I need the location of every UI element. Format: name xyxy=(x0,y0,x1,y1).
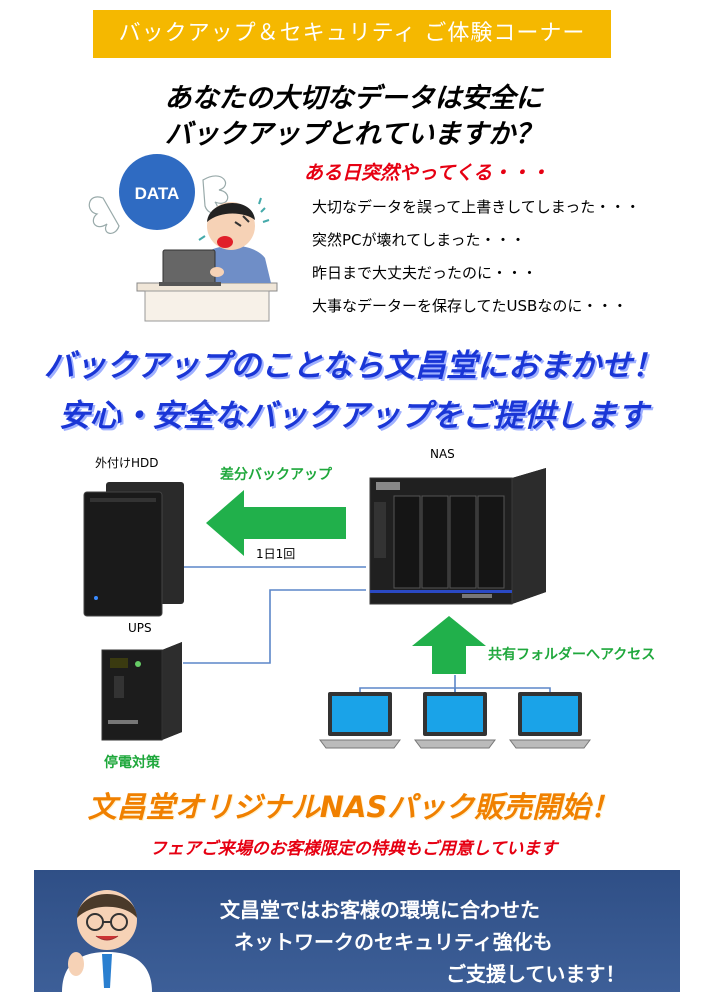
headline-line-2: バックアップとれていますか？ xyxy=(164,119,543,150)
scenario-item: 昨日まで大丈夫だったのに・・・ xyxy=(312,264,538,282)
nas-label: NAS xyxy=(430,447,455,461)
shared-folder-label: 共有フォルダーへアクセス xyxy=(488,647,656,663)
nas-device-image xyxy=(369,468,546,605)
promo-subtitle: フェアご来場のお客様限定の特典もご用意しています xyxy=(149,839,558,859)
event-banner: バックアップ＆セキュリティ ご体験コーナー xyxy=(93,10,611,58)
scenario-intro: ある日突然やってくる・・・ xyxy=(304,162,550,184)
laptop-icon xyxy=(509,692,591,749)
consultant-illustration xyxy=(62,890,152,992)
power-outage-label: 停電対策 xyxy=(104,755,160,771)
headline-line-1: あなたの大切なデータは安全に xyxy=(164,83,543,114)
banner-text: バックアップ＆セキュリティ ご体験コーナー xyxy=(118,21,586,46)
worried-person-illustration: DATA xyxy=(88,154,278,322)
ups-label: UPS xyxy=(128,621,152,635)
backup-arrow-left-icon xyxy=(206,490,346,556)
ups-device-image xyxy=(101,642,182,741)
footer-line-3: ご支援しています！ xyxy=(446,962,626,986)
access-arrow-up-icon xyxy=(412,616,486,674)
scenario-item: 突然PCが壊れてしまった・・・ xyxy=(312,231,526,249)
external-hdd-image xyxy=(83,482,184,617)
tagline-line-1: バックアップのことなら文昌堂におまかせ！ xyxy=(43,348,664,384)
diff-backup-label: 差分バックアップ xyxy=(220,467,332,483)
tagline-line-2: 安心・安全なバックアップをご提供します xyxy=(59,398,648,434)
footer-line-2: ネットワークのセキュリティ強化も xyxy=(234,930,553,954)
data-bubble-label: DATA xyxy=(135,184,180,203)
hdd-label: 外付けHDD xyxy=(95,456,159,470)
laptop-icon xyxy=(414,692,496,749)
backup-frequency: 1日1回 xyxy=(256,547,296,561)
scenario-item: 大事なデーターを保存してたUSBなのに・・・ xyxy=(312,297,628,315)
scenario-item: 大切なデータを誤って上書きしてしまった・・・ xyxy=(312,198,641,216)
footer-panel: 文昌堂ではお客様の環境に合わせた ネットワークのセキュリティ強化も ご支援してい… xyxy=(34,870,680,992)
footer-line-1: 文昌堂ではお客様の環境に合わせた xyxy=(220,898,540,922)
promo-title: 文昌堂オリジナルNASパック販売開始！ xyxy=(87,790,620,824)
laptop-icon xyxy=(319,692,401,749)
